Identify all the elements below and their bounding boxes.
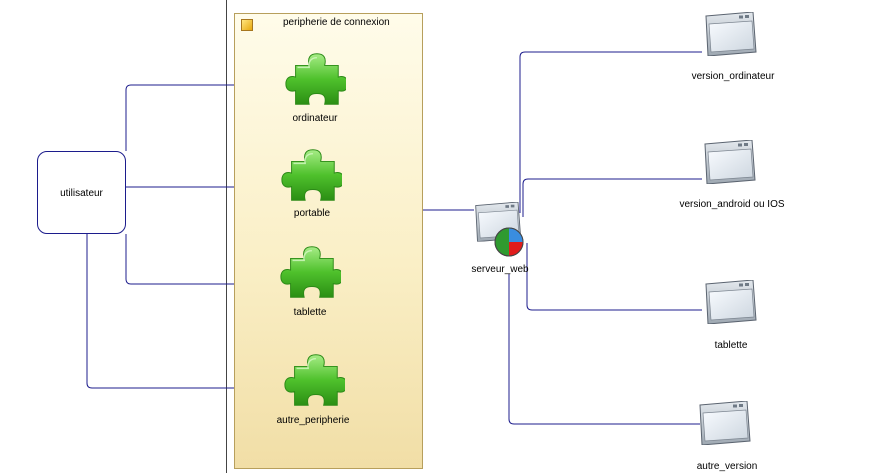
device-label-portable: portable — [293, 208, 331, 219]
version-label-android-ios: version_android ou IOS — [679, 199, 785, 210]
user-node[interactable]: utilisateur — [37, 151, 126, 234]
connector-server-version-android — [522, 178, 702, 217]
device-label-tablette: tablette — [293, 307, 327, 318]
server-label: serveur_web — [471, 264, 529, 275]
window-icon[interactable] — [702, 138, 758, 186]
version-label-tablette: tablette — [714, 340, 748, 351]
window-icon[interactable] — [697, 399, 753, 447]
web-server-icon[interactable] — [472, 200, 530, 260]
group-title: peripherie de connexion — [283, 17, 390, 28]
connector-server-version-ordinateur — [519, 51, 702, 213]
device-label-autre-peripherie: autre_peripherie — [276, 415, 350, 426]
version-label-ordinateur: version_ordinateur — [691, 71, 775, 82]
puzzle-piece-icon[interactable] — [278, 143, 342, 207]
window-icon[interactable] — [703, 10, 759, 58]
connector-user-autre — [86, 234, 236, 389]
window-icon[interactable] — [703, 278, 759, 326]
version-label-autre: autre_version — [696, 461, 758, 472]
connector-user-tablette — [125, 234, 236, 285]
puzzle-piece-icon[interactable] — [282, 47, 346, 111]
folder-icon — [241, 19, 253, 31]
connector-user-ordinateur — [125, 84, 236, 151]
connector-server-tablette — [526, 243, 702, 311]
puzzle-piece-icon[interactable] — [277, 240, 341, 304]
device-label-ordinateur: ordinateur — [292, 113, 338, 124]
connector-server-autre-version — [508, 274, 700, 425]
user-label: utilisateur — [60, 188, 103, 199]
puzzle-piece-icon[interactable] — [281, 348, 345, 412]
